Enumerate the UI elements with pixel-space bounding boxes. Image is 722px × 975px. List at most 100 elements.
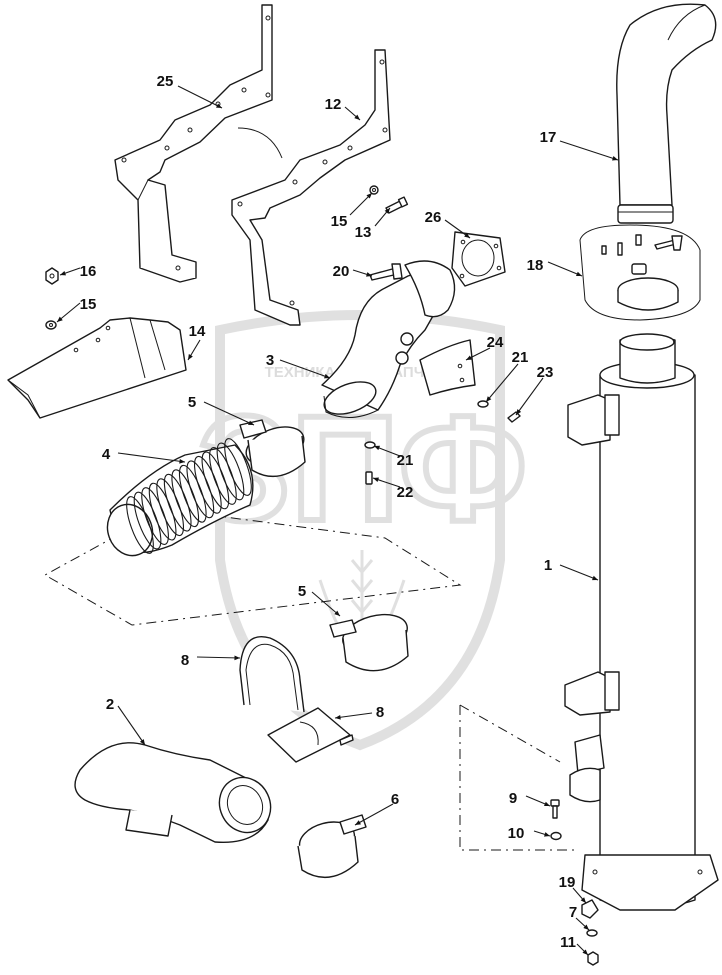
callout-c7: 7	[569, 904, 590, 931]
callout-c13: 13	[355, 207, 391, 241]
hose-rib	[171, 469, 200, 528]
leader-arrowhead	[355, 820, 361, 825]
callout-number: 5	[298, 583, 306, 600]
leader-line	[279, 359, 331, 379]
bracket-25	[114, 4, 283, 283]
washer-15-lower	[45, 320, 57, 330]
leader-arrowhead	[188, 354, 193, 360]
callout-c22: 22	[372, 477, 413, 501]
hose-rib	[186, 460, 215, 519]
clip-19	[581, 899, 599, 919]
leader-line	[334, 712, 373, 719]
hose-corrugation	[126, 438, 252, 554]
callout-number: 23	[537, 364, 554, 381]
callout-number: 13	[355, 224, 372, 241]
callout-number: 7	[569, 904, 577, 921]
leader-line	[311, 591, 341, 617]
callout-c6: 6	[354, 791, 399, 826]
callout-c2: 2	[106, 696, 146, 746]
clamp-5-lower	[329, 613, 409, 672]
leader-arrowhead	[60, 270, 66, 276]
heat-shield-14	[7, 317, 187, 419]
clamp-kit-18	[579, 224, 701, 321]
callout-c3: 3	[266, 352, 331, 379]
leader-arrowhead	[216, 103, 222, 108]
callout-number: 24	[487, 334, 504, 351]
callout-c20: 20	[333, 263, 373, 280]
callout-number: 11	[560, 934, 576, 951]
callout-number: 2	[106, 696, 114, 713]
callout-number: 8	[376, 704, 384, 721]
u-bolt-8	[239, 636, 305, 713]
callout-c8a: 8	[181, 652, 241, 669]
callout-c10: 10	[508, 825, 551, 842]
leader-arrowhead	[544, 832, 550, 837]
leader-line	[117, 452, 186, 463]
leader-arrowhead	[580, 897, 586, 903]
clamp-6	[297, 814, 367, 879]
callout-c9: 9	[509, 790, 551, 807]
leader-arrowhead	[373, 477, 379, 482]
leader-line	[354, 803, 394, 826]
hose-rib	[209, 447, 237, 505]
washer-15-upper	[369, 185, 379, 195]
leader-line	[559, 140, 619, 161]
callout-number: 12	[325, 96, 342, 113]
leader-arrowhead	[57, 316, 63, 322]
callout-c14: 14	[187, 323, 206, 361]
washer-7	[586, 929, 598, 937]
leader-arrowhead	[248, 420, 254, 425]
callout-c5b: 5	[298, 583, 341, 617]
callout-c12: 12	[325, 96, 361, 121]
callout-c5a: 5	[188, 394, 255, 426]
callout-number: 19	[559, 874, 576, 891]
leader-arrowhead	[366, 193, 372, 199]
leader-arrowhead	[335, 714, 341, 720]
callout-number: 4	[102, 446, 111, 463]
hose-rib	[178, 464, 207, 523]
assembly-guide-lines	[43, 516, 575, 851]
leader-arrowhead	[516, 409, 522, 415]
heat-guard-24	[419, 339, 476, 396]
bolt-20	[369, 263, 403, 281]
callout-c17: 17	[540, 129, 619, 161]
washer-10	[550, 831, 562, 841]
callout-number: 26	[425, 209, 442, 226]
leader-arrowhead	[139, 739, 145, 745]
callout-c16: 16	[59, 263, 97, 280]
callout-number: 25	[157, 73, 174, 90]
leader-arrowhead	[464, 232, 470, 238]
callout-number: 14	[189, 323, 206, 340]
callout-number: 20	[333, 263, 350, 280]
leader-arrowhead	[544, 801, 550, 807]
leader-line	[196, 656, 241, 659]
callout-number: 17	[540, 129, 557, 146]
leader-arrowhead	[486, 396, 492, 402]
callout-number: 10	[508, 825, 525, 842]
exhaust-elbow-2	[74, 742, 272, 844]
callout-number: 21	[512, 349, 529, 366]
leader-arrowhead	[466, 355, 472, 360]
watermark-brand-left: ТЕХНИКА	[265, 364, 336, 381]
leader-line	[515, 377, 544, 416]
callout-c19: 19	[559, 874, 587, 904]
hose-rib	[133, 491, 162, 550]
nut-16	[45, 267, 59, 285]
callout-number: 15	[80, 296, 97, 313]
leader-line	[203, 401, 255, 426]
stack-pipe-17	[616, 3, 717, 224]
muffler-1	[564, 333, 719, 911]
callout-number: 21	[397, 452, 414, 469]
callout-number: 3	[266, 352, 274, 369]
leader-arrowhead	[612, 156, 618, 161]
leader-arrowhead	[592, 575, 598, 581]
callout-c18: 18	[527, 257, 583, 277]
callout-c21a: 21	[485, 349, 529, 403]
callout-number: 16	[80, 263, 97, 280]
callout-number: 9	[509, 790, 517, 807]
nut-11	[587, 951, 599, 966]
leader-arrowhead	[384, 208, 390, 214]
leader-arrowhead	[234, 655, 240, 661]
leader-line	[117, 705, 146, 746]
